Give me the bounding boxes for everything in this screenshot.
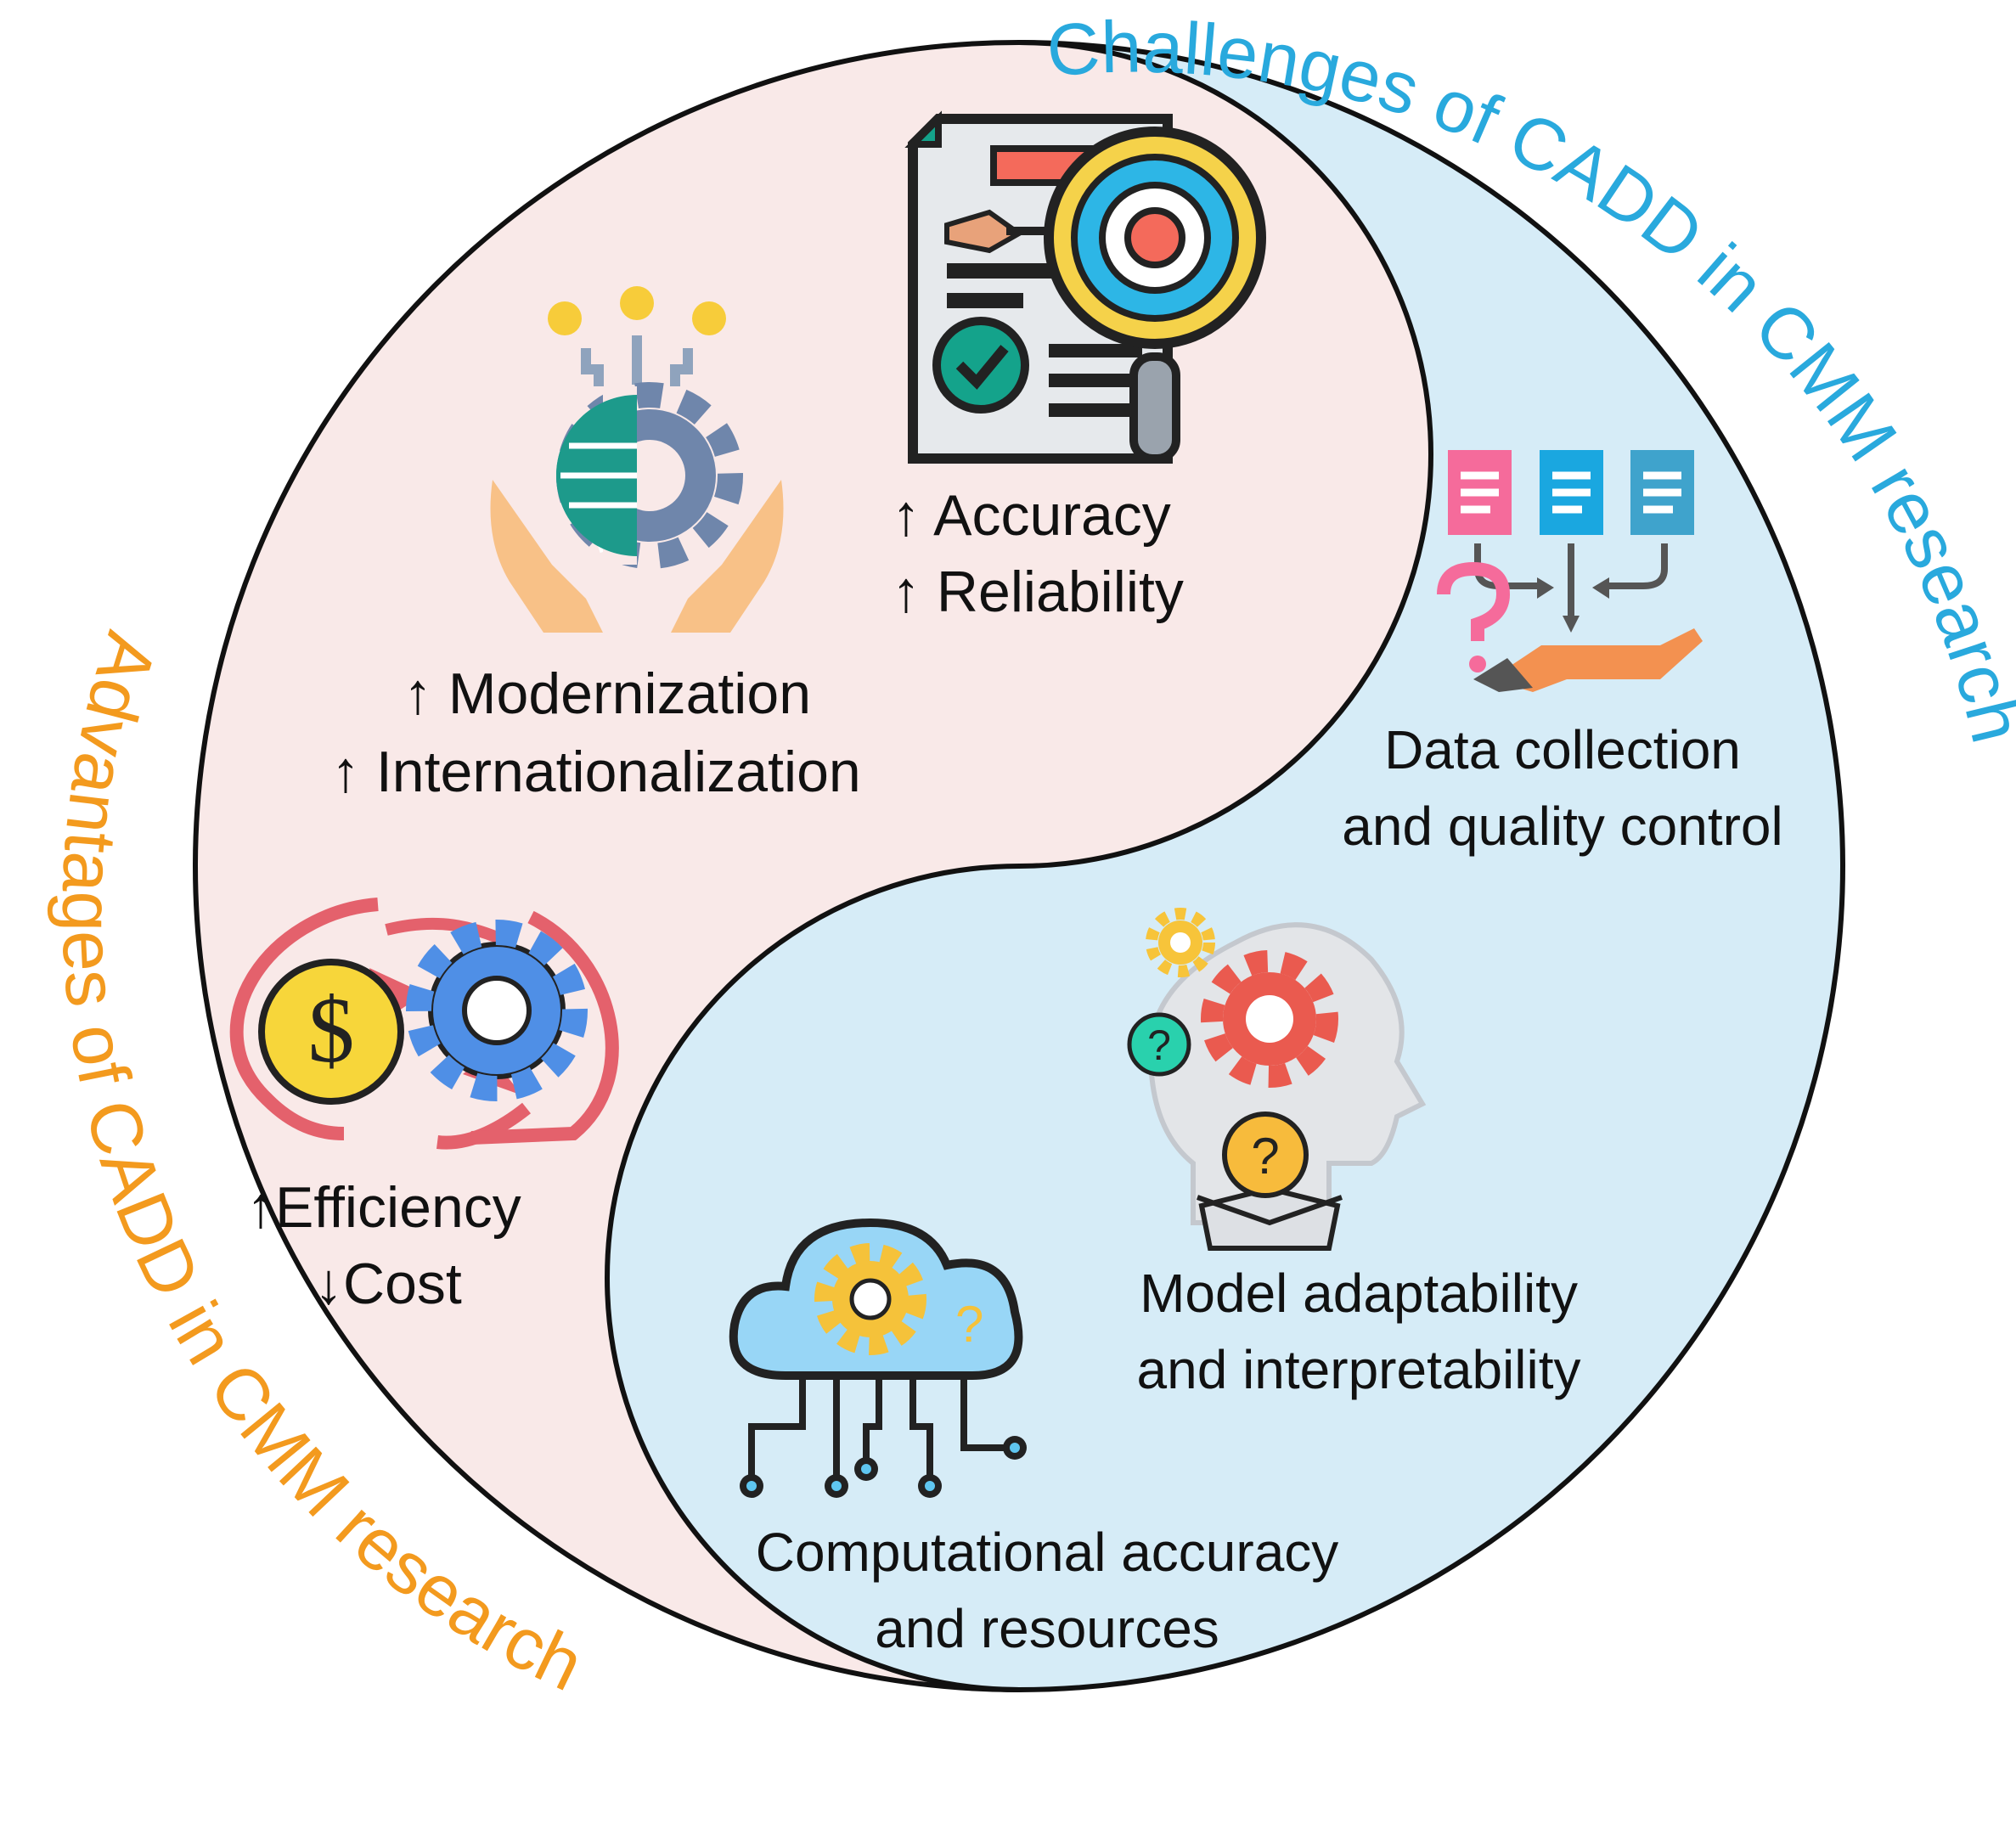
svg-text:?: ? [1251,1128,1279,1185]
label-line: ↑ Reliability [892,560,1184,624]
label-accuracy-reliability: ↑ Accuracy ↑ Reliability [892,483,1184,624]
label-line: and quality control [1342,796,1782,857]
hands-globe-gear-icon [490,286,784,633]
documents-to-hand-icon [1437,450,1703,692]
label-line: ↑ Accuracy [892,483,1171,548]
svg-text:?: ? [1147,1021,1171,1069]
label-computational: Computational accuracy and resources [756,1522,1339,1659]
label-efficiency-cost: ↑Efficiency ↓Cost [246,1175,521,1316]
label-line: Data collection [1384,719,1741,780]
label-data-collection: Data collection and quality control [1342,719,1782,857]
label-line: Computational accuracy [756,1522,1339,1583]
label-line: and resources [875,1598,1219,1659]
target-report-magnifier-icon [904,110,1266,464]
label-modernization: ↑ Modernization ↑ Internationalization [331,661,861,804]
label-model-adaptability: Model adaptability and interpretability [1137,1263,1581,1400]
svg-text:$: $ [308,978,355,1082]
svg-text:?: ? [955,1296,983,1353]
label-line: ↓Cost [314,1252,462,1316]
head-gears-question-icon: ? ? [1127,908,1427,1251]
label-line: ↑ Modernization [403,661,811,726]
cloud-gear-network-icon: ? [729,1218,1027,1498]
s-curve-divider [605,40,1433,1692]
outer-circle [193,40,1845,1692]
label-line: and interpretability [1137,1339,1581,1400]
label-line: ↑ Internationalization [331,740,861,804]
label-line: Model adaptability [1140,1263,1578,1324]
label-line: ↑Efficiency [246,1175,521,1240]
money-gear-cycle-icon: $ [229,898,619,1150]
